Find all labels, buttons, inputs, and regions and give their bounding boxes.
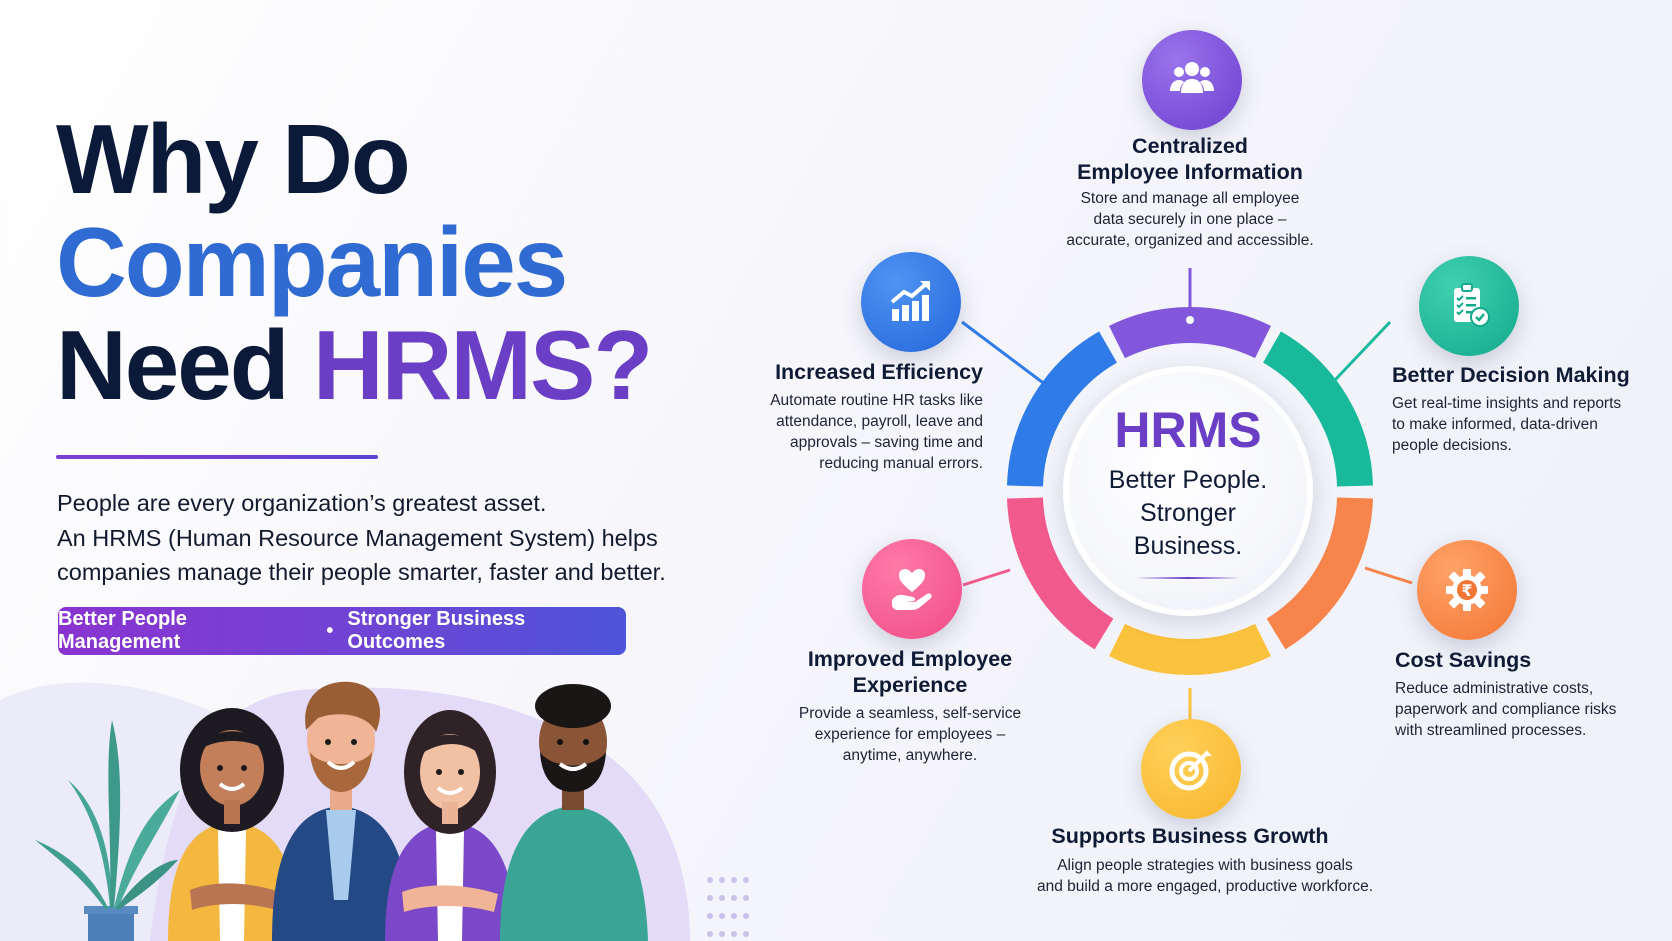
headline-need: Need bbox=[56, 310, 313, 420]
benefit-cost-badge: ₹ bbox=[1417, 540, 1517, 640]
headline-underline bbox=[56, 455, 378, 459]
headline-line-2: Companies bbox=[56, 207, 568, 317]
checklist-icon bbox=[1454, 283, 1490, 327]
desc-line: paperwork and compliance risks bbox=[1395, 701, 1617, 718]
hub-center: HRMS Better People. Stronger Business. bbox=[1063, 366, 1313, 616]
desc-line: and build a more engaged, productive wor… bbox=[1036, 878, 1374, 895]
benefit-decision-badge bbox=[1419, 256, 1519, 356]
rupee-gear-icon: ₹ bbox=[1446, 569, 1488, 611]
person-purple-blazer bbox=[385, 710, 517, 941]
benefit-efficiency-desc: Automate routine HR tasks like attendanc… bbox=[700, 390, 983, 474]
intro-line: People are every organization’s greatest… bbox=[57, 490, 547, 516]
benefit-centralized-badge bbox=[1142, 30, 1242, 130]
desc-line: Get real-time insights and reports bbox=[1392, 395, 1622, 412]
title-line: Improved Employee bbox=[807, 647, 1013, 671]
intro-line: companies manage their people smarter, f… bbox=[57, 559, 666, 585]
benefit-growth-title: Supports Business Growth bbox=[1040, 823, 1340, 849]
benefit-cost-desc: Reduce administrative costs, paperwork a… bbox=[1395, 678, 1672, 741]
desc-line: attendance, payroll, leave and bbox=[776, 413, 983, 430]
target-icon bbox=[1169, 748, 1212, 791]
desc-line: data securely in one place – bbox=[1093, 211, 1287, 228]
desc-line: Reduce administrative costs, bbox=[1395, 680, 1594, 697]
title-line: Employee Information bbox=[1077, 160, 1303, 184]
desc-line: with streamlined processes. bbox=[1395, 722, 1587, 739]
headline-line-1: Why Do bbox=[56, 104, 411, 214]
desc-line: anytime, anywhere. bbox=[842, 747, 978, 764]
headline: Why Do Companies Need HRMS? bbox=[56, 104, 653, 420]
hub-subtitle-line: Business. bbox=[1133, 531, 1243, 560]
desc-line: accurate, organized and accessible. bbox=[1066, 232, 1314, 249]
person-teal-shirt bbox=[500, 684, 648, 941]
title-line: Cost Savings bbox=[1395, 648, 1532, 672]
hub-subtitle-line: Better People. bbox=[1108, 465, 1268, 494]
benefit-decision-title: Better Decision Making bbox=[1392, 362, 1672, 388]
tagline-banner: Better People Management • Stronger Busi… bbox=[58, 607, 626, 655]
desc-line: reducing manual errors. bbox=[819, 455, 983, 472]
desc-line: Automate routine HR tasks like bbox=[770, 392, 983, 409]
ring-marker-top bbox=[1186, 316, 1194, 324]
connector-top-right bbox=[1333, 320, 1392, 382]
hub-title: HRMS bbox=[1114, 401, 1262, 458]
desc-line: Store and manage all employee bbox=[1080, 190, 1300, 207]
intro-paragraph: People are every organization’s greatest… bbox=[57, 486, 697, 590]
team-illustration bbox=[0, 681, 749, 941]
desc-line: people decisions. bbox=[1392, 437, 1512, 454]
tagline-separator: • bbox=[326, 619, 334, 642]
tagline-left: Better People Management bbox=[58, 608, 187, 653]
intro-line: An HRMS (Human Resource Management Syste… bbox=[57, 524, 658, 551]
desc-line: Align people strategies with business go… bbox=[1057, 857, 1353, 874]
hub-subtitle: Better People. Stronger Business. bbox=[1109, 464, 1267, 563]
benefit-cost-title: Cost Savings bbox=[1395, 647, 1672, 673]
connector-bottom-right bbox=[1364, 566, 1413, 585]
heart-hand-icon bbox=[892, 569, 932, 610]
benefit-centralized-title: Centralized Employee Information bbox=[1040, 133, 1340, 185]
title-line: Better Decision Making bbox=[1392, 363, 1630, 387]
svg-text:₹: ₹ bbox=[1461, 581, 1472, 600]
benefit-growth-desc: Align people strategies with business go… bbox=[1010, 855, 1400, 897]
benefit-experience-desc: Provide a seamless, self-service experie… bbox=[760, 703, 1060, 766]
headline-line-3: Need HRMS? bbox=[56, 310, 653, 420]
benefit-experience-badge bbox=[862, 539, 962, 639]
team-icon bbox=[1170, 62, 1214, 93]
ring-segment-bottom bbox=[1109, 623, 1271, 675]
plant-icon bbox=[35, 720, 180, 941]
title-line: Experience bbox=[852, 673, 968, 697]
person-navy-suit bbox=[272, 681, 412, 941]
benefit-efficiency-badge bbox=[861, 252, 961, 352]
desc-line: approvals – saving time and bbox=[789, 434, 983, 451]
hub-subtitle-line: Stronger bbox=[1140, 498, 1236, 527]
tagline-right: Stronger Business Outcomes bbox=[347, 608, 526, 653]
benefit-decision-desc: Get real-time insights and reports to ma… bbox=[1392, 393, 1672, 456]
desc-line: experience for employees – bbox=[814, 726, 1006, 743]
title-line: Centralized bbox=[1132, 134, 1248, 158]
desc-line: Provide a seamless, self-service bbox=[798, 705, 1022, 722]
decorative-dot-grid bbox=[707, 877, 749, 937]
desc-line: to make informed, data-driven bbox=[1392, 416, 1598, 433]
person-yellow-blazer bbox=[168, 708, 300, 941]
title-line: Supports Business Growth bbox=[1051, 824, 1329, 848]
ring-segment-top bbox=[1109, 307, 1271, 359]
title-line: Increased Efficiency bbox=[775, 360, 983, 384]
growth-chart-icon bbox=[890, 281, 930, 321]
connector-bottom-left bbox=[962, 568, 1011, 587]
headline-hrms: HRMS? bbox=[312, 310, 653, 420]
benefit-growth-badge bbox=[1141, 719, 1241, 819]
benefit-experience-title: Improved Employee Experience bbox=[760, 646, 1060, 698]
benefit-centralized-desc: Store and manage all employee data secur… bbox=[1040, 188, 1340, 251]
benefit-efficiency-title: Increased Efficiency bbox=[700, 359, 983, 385]
hub-underline bbox=[1139, 576, 1237, 579]
